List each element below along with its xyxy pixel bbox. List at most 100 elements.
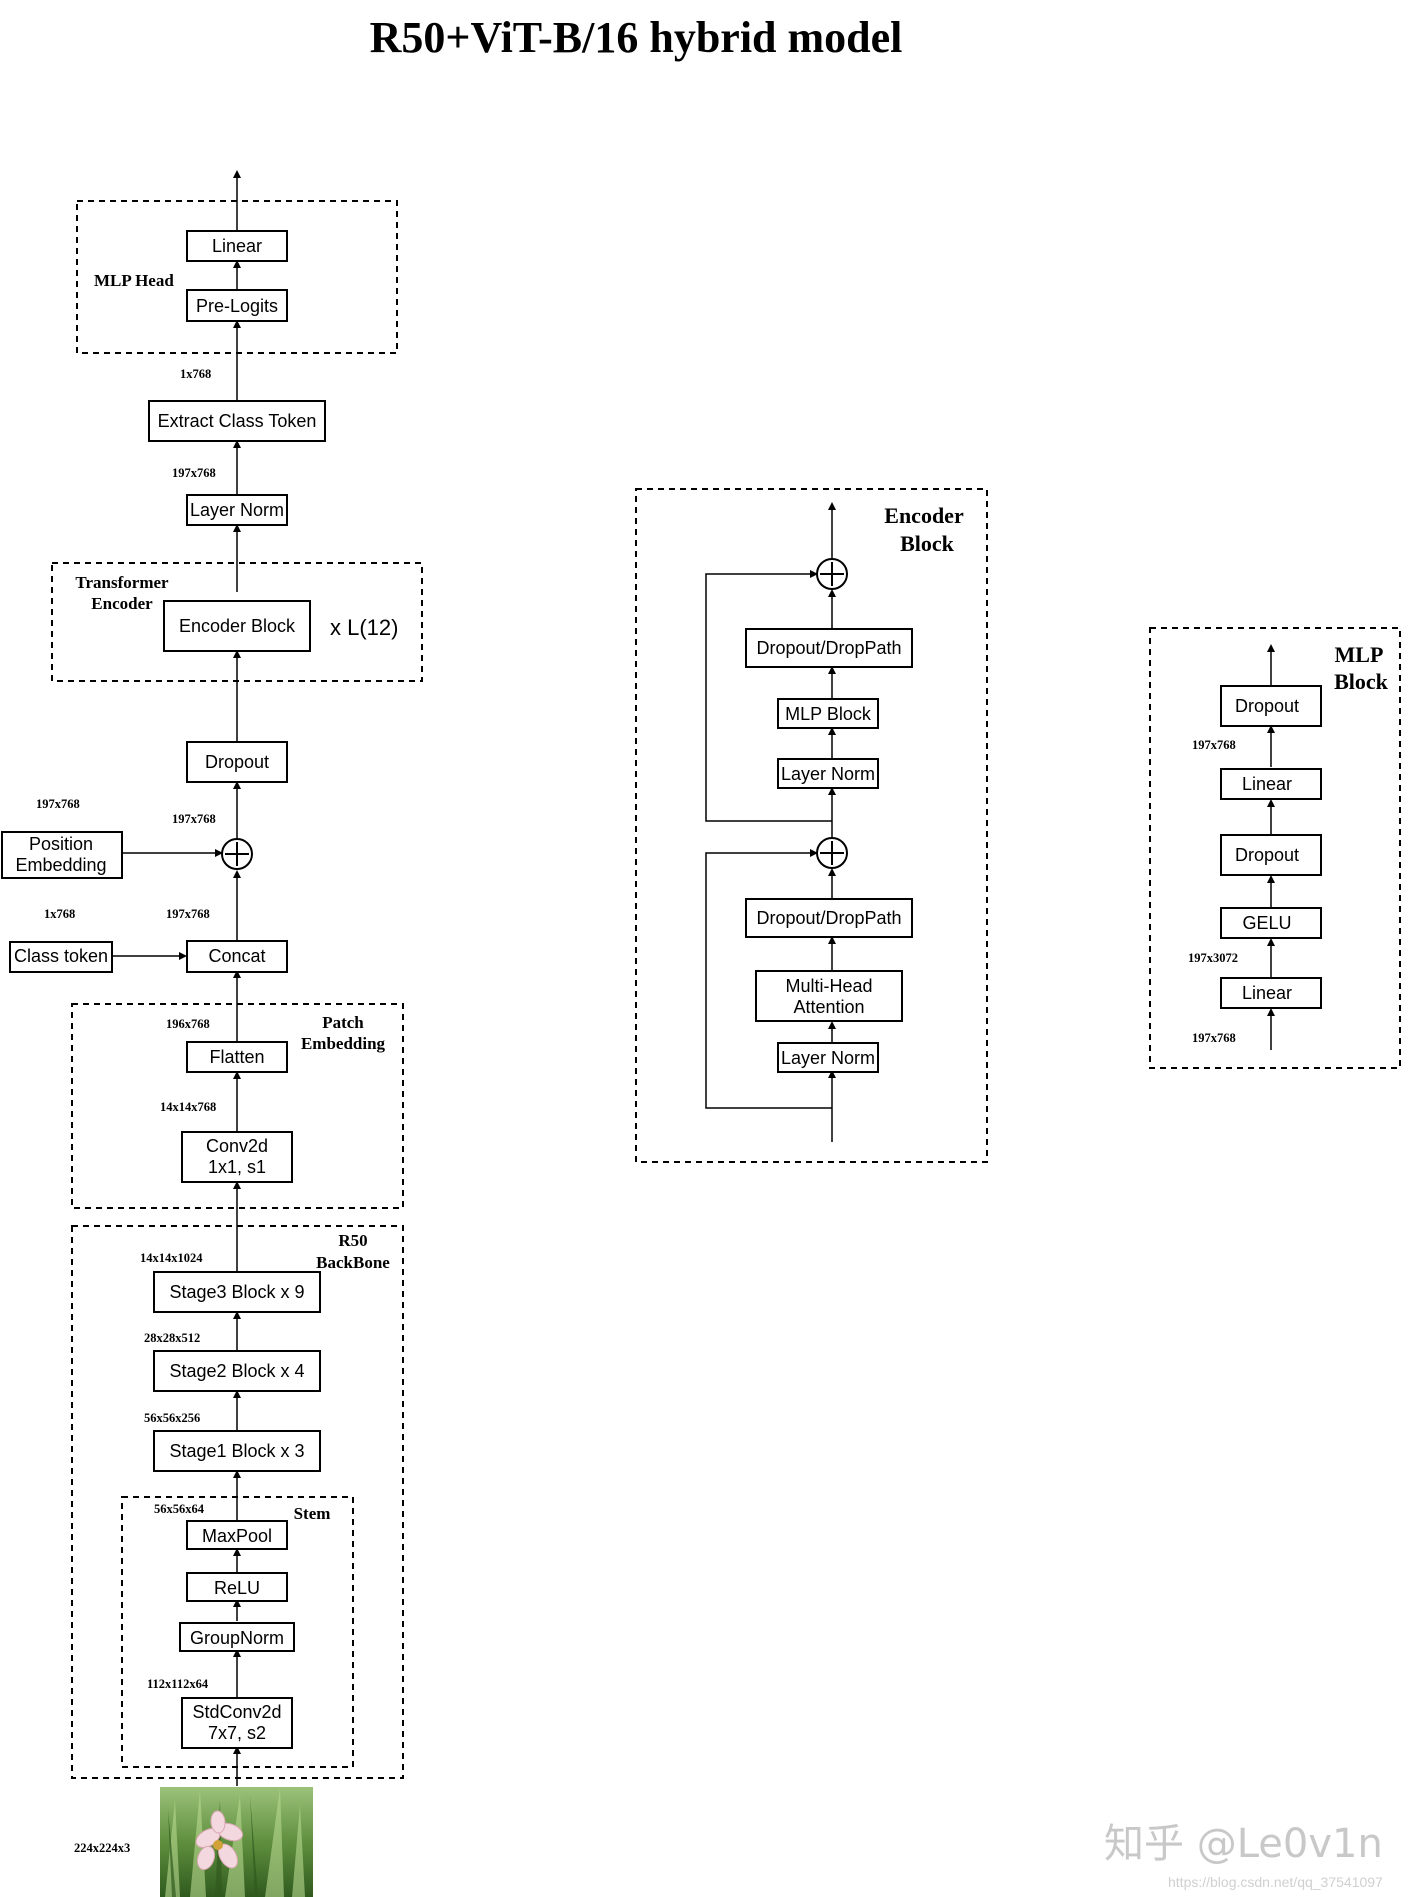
enc-layer-norm-1-box: [777, 1042, 879, 1073]
position-embedding-line2: Embedding: [15, 855, 106, 875]
mlp-dropout-1-box: [1220, 834, 1322, 876]
stage1-box: [153, 1430, 321, 1472]
conv2d-box: [181, 1131, 293, 1183]
mlp-linear-2-box: [1220, 768, 1322, 800]
mlp-linear-1-label: Linear: [1242, 983, 1292, 1003]
enc-layer-norm-2-label: Layer Norm: [781, 764, 875, 784]
gelu-box: [1220, 907, 1322, 939]
stage2-label: Stage2 Block x 4: [169, 1361, 304, 1381]
layer-norm-label: Layer Norm: [190, 500, 284, 520]
add-icon: [816, 558, 848, 590]
dim-label: 196x768: [166, 1017, 210, 1031]
dim-label: 56x56x256: [144, 1411, 200, 1425]
enc-layer-norm-2-box: [777, 758, 879, 789]
flatten-box: [186, 1041, 288, 1073]
conv2d-line2: 1x1, s1: [208, 1157, 266, 1177]
mlp-block-detail-group: [1149, 627, 1401, 1069]
dim-label: 197x768: [1192, 738, 1236, 752]
encoder-block-detail-line1: Encoder: [884, 503, 964, 528]
maxpool-label: MaxPool: [202, 1526, 272, 1546]
extract-class-token-box: [148, 400, 326, 442]
dim-label: 224x224x3: [74, 1841, 130, 1855]
dim-label: 197x768: [36, 797, 80, 811]
dim-label: 56x56x64: [154, 1502, 205, 1516]
stage3-box: [153, 1271, 321, 1313]
stage3-label: Stage3 Block x 9: [169, 1282, 304, 1302]
stage2-box: [153, 1350, 321, 1392]
groupnorm-label: GroupNorm: [190, 1628, 284, 1648]
input-image: [160, 1787, 313, 1897]
dim-label: 197x768: [172, 812, 216, 826]
patch-embedding-line2: Embedding: [301, 1034, 386, 1053]
concat-box: [186, 940, 288, 973]
mha-line1: Multi-Head: [785, 976, 872, 996]
extract-class-token-label: Extract Class Token: [158, 411, 317, 431]
position-embedding-line1: Position: [29, 834, 93, 854]
mlp-linear-1-box: [1220, 977, 1322, 1009]
stdconv2d-line2: 7x7, s2: [208, 1723, 266, 1743]
mlp-dropout-2-box: [1220, 685, 1322, 727]
dim-label: 112x112x64: [147, 1677, 209, 1691]
stdconv2d-box: [181, 1697, 293, 1749]
prelogits-box: [186, 289, 288, 322]
stem-label: Stem: [294, 1504, 331, 1523]
mha-line2: Attention: [793, 997, 864, 1017]
encoder-block-detail-line2: Block: [900, 531, 955, 556]
add-icon: [816, 837, 848, 869]
enc-layer-norm-1-label: Layer Norm: [781, 1048, 875, 1068]
encoder-block-detail-group: [635, 488, 988, 1163]
encoder-block-box: [163, 600, 311, 652]
transformer-encoder-line1: Transformer: [75, 573, 169, 592]
class-token-label: Class token: [14, 946, 108, 966]
gelu-label: GELU: [1242, 913, 1291, 933]
relu-box: [186, 1572, 288, 1602]
prelogits-label: Pre-Logits: [196, 296, 278, 316]
patch-embedding-line1: Patch: [322, 1013, 364, 1032]
residual-connection-2: [705, 570, 832, 822]
dropout-box: [186, 741, 288, 783]
dim-label: 197x768: [166, 907, 210, 921]
dim-label: 28x28x512: [144, 1331, 200, 1345]
position-embedding-box: [1, 831, 123, 879]
encoder-block-label: Encoder Block: [179, 616, 296, 636]
dim-label: 197x3072: [1188, 951, 1238, 965]
dim-label: 1x768: [180, 367, 211, 381]
conv2d-line1: Conv2d: [206, 1136, 268, 1156]
multi-head-attention-box: [755, 970, 903, 1022]
add-icon: [221, 838, 253, 870]
enc-dropout-droppath-2-label: Dropout/DropPath: [756, 638, 901, 658]
dim-label: 197x768: [1192, 1031, 1236, 1045]
mlp-linear-2-label: Linear: [1242, 774, 1292, 794]
stage1-label: Stage1 Block x 3: [169, 1441, 304, 1461]
groupnorm-box: [179, 1622, 295, 1652]
linear-box: [186, 230, 288, 262]
stdconv2d-line1: StdConv2d: [192, 1702, 281, 1722]
dropout-label: Dropout: [205, 752, 269, 772]
layer-norm-box: [186, 494, 288, 526]
relu-label: ReLU: [214, 1578, 260, 1598]
transformer-encoder-line2: Encoder: [91, 594, 153, 613]
mlp-dropout-2-label: Dropout: [1235, 696, 1299, 716]
maxpool-box: [186, 1520, 288, 1550]
mlp-head-label: MLP Head: [94, 271, 174, 290]
r50-line2: BackBone: [316, 1253, 390, 1272]
enc-mlp-block-label: MLP Block: [785, 704, 872, 724]
enc-dropout-droppath-2-box: [745, 628, 913, 668]
dim-label: 197x768: [172, 466, 216, 480]
enc-dropout-droppath-1-label: Dropout/DropPath: [756, 908, 901, 928]
repeat-label: x L(12): [330, 615, 398, 640]
residual-connection-1: [705, 849, 832, 1109]
dim-label: 1x768: [44, 907, 75, 921]
mlp-block-detail-line2: Block: [1334, 669, 1389, 694]
watermark: 知乎 @Le0v1n: [1104, 1821, 1383, 1867]
enc-mlp-block-box: [777, 698, 879, 729]
dim-label: 14x14x768: [160, 1100, 216, 1114]
mlp-block-detail-line1: MLP: [1335, 642, 1384, 667]
flatten-label: Flatten: [209, 1047, 264, 1067]
watermark-url: https://blog.csdn.net/qq_37541097: [1168, 1874, 1383, 1890]
concat-label: Concat: [208, 946, 265, 966]
r50-line1: R50: [338, 1231, 367, 1250]
class-token-box: [9, 941, 113, 973]
linear-label: Linear: [212, 236, 262, 256]
